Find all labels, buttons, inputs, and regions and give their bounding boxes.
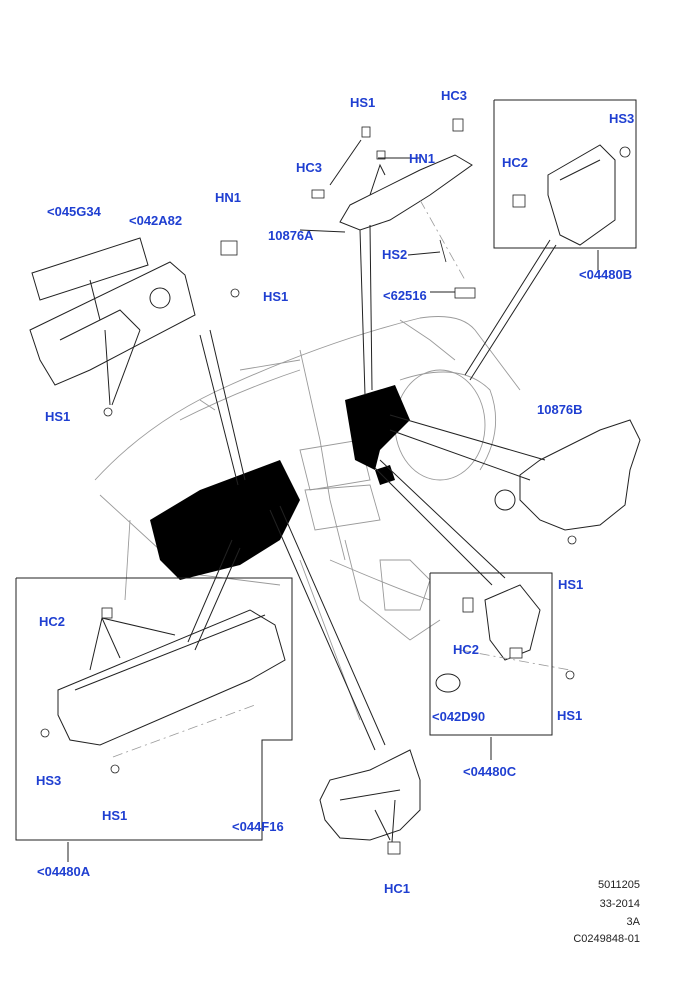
lower-panel-area bbox=[375, 465, 395, 485]
label-04480a[interactable]: <04480A bbox=[37, 864, 91, 879]
label-hs2[interactable]: HS2 bbox=[382, 247, 408, 262]
label-042d90[interactable]: <042D90 bbox=[432, 709, 486, 724]
dashboard-outline bbox=[94, 316, 521, 721]
label-hc2-box[interactable]: HC2 bbox=[453, 642, 480, 657]
label-hs1-right[interactable]: HS1 bbox=[558, 577, 584, 592]
label-62516[interactable]: <62516 bbox=[383, 288, 427, 303]
label-hs1-mid[interactable]: HS1 bbox=[263, 289, 289, 304]
label-04480b[interactable]: <04480B bbox=[579, 267, 633, 282]
doc-ref-date: 33-2014 bbox=[599, 898, 640, 910]
doc-ref-variant: 3A bbox=[626, 916, 640, 928]
label-hc3-top[interactable]: HC3 bbox=[441, 88, 468, 103]
column-shroud-panel bbox=[494, 419, 641, 531]
glovebox-assembly bbox=[57, 609, 286, 746]
label-10876a[interactable]: 10876A bbox=[268, 228, 314, 243]
bezel-frame bbox=[319, 749, 421, 841]
label-hs1-left[interactable]: HS1 bbox=[45, 409, 71, 424]
glovebox-area bbox=[150, 460, 300, 580]
dash-centerlines bbox=[112, 199, 571, 758]
doc-ref-code: C0249848-01 bbox=[573, 933, 640, 945]
crash-pad-bracket bbox=[339, 154, 473, 231]
label-hn1-left[interactable]: HN1 bbox=[215, 190, 242, 205]
label-hn1-upper[interactable]: HN1 bbox=[409, 151, 436, 166]
steering-column-area bbox=[345, 385, 410, 470]
instrument-surround bbox=[547, 144, 616, 246]
doc-ref-number: 5011205 bbox=[597, 879, 640, 891]
label-hc3-left[interactable]: HC3 bbox=[296, 160, 323, 175]
label-042a82[interactable]: <042A82 bbox=[129, 213, 183, 228]
fastener-glyphs bbox=[40, 118, 631, 855]
upper-trim-panel bbox=[29, 261, 196, 386]
label-hc2-left[interactable]: HC2 bbox=[39, 614, 66, 629]
label-hc1[interactable]: HC1 bbox=[384, 881, 411, 896]
label-hs1-bottom[interactable]: HS1 bbox=[102, 808, 128, 823]
label-hs3-left[interactable]: HS3 bbox=[36, 773, 62, 788]
label-hs3-tr[interactable]: HS3 bbox=[609, 111, 635, 126]
label-044f16[interactable]: <044F16 bbox=[232, 819, 284, 834]
label-hc2-tr[interactable]: HC2 bbox=[502, 155, 529, 170]
label-hs1-top[interactable]: HS1 bbox=[350, 95, 376, 110]
label-045g34[interactable]: <045G34 bbox=[47, 204, 101, 219]
label-04480c[interactable]: <04480C bbox=[463, 764, 517, 779]
label-hs1-box[interactable]: HS1 bbox=[557, 708, 583, 723]
label-10876b[interactable]: 10876B bbox=[537, 402, 583, 417]
lower-switch-panel bbox=[435, 584, 541, 693]
storage-lid bbox=[31, 237, 149, 301]
leader-lines bbox=[15, 99, 637, 862]
